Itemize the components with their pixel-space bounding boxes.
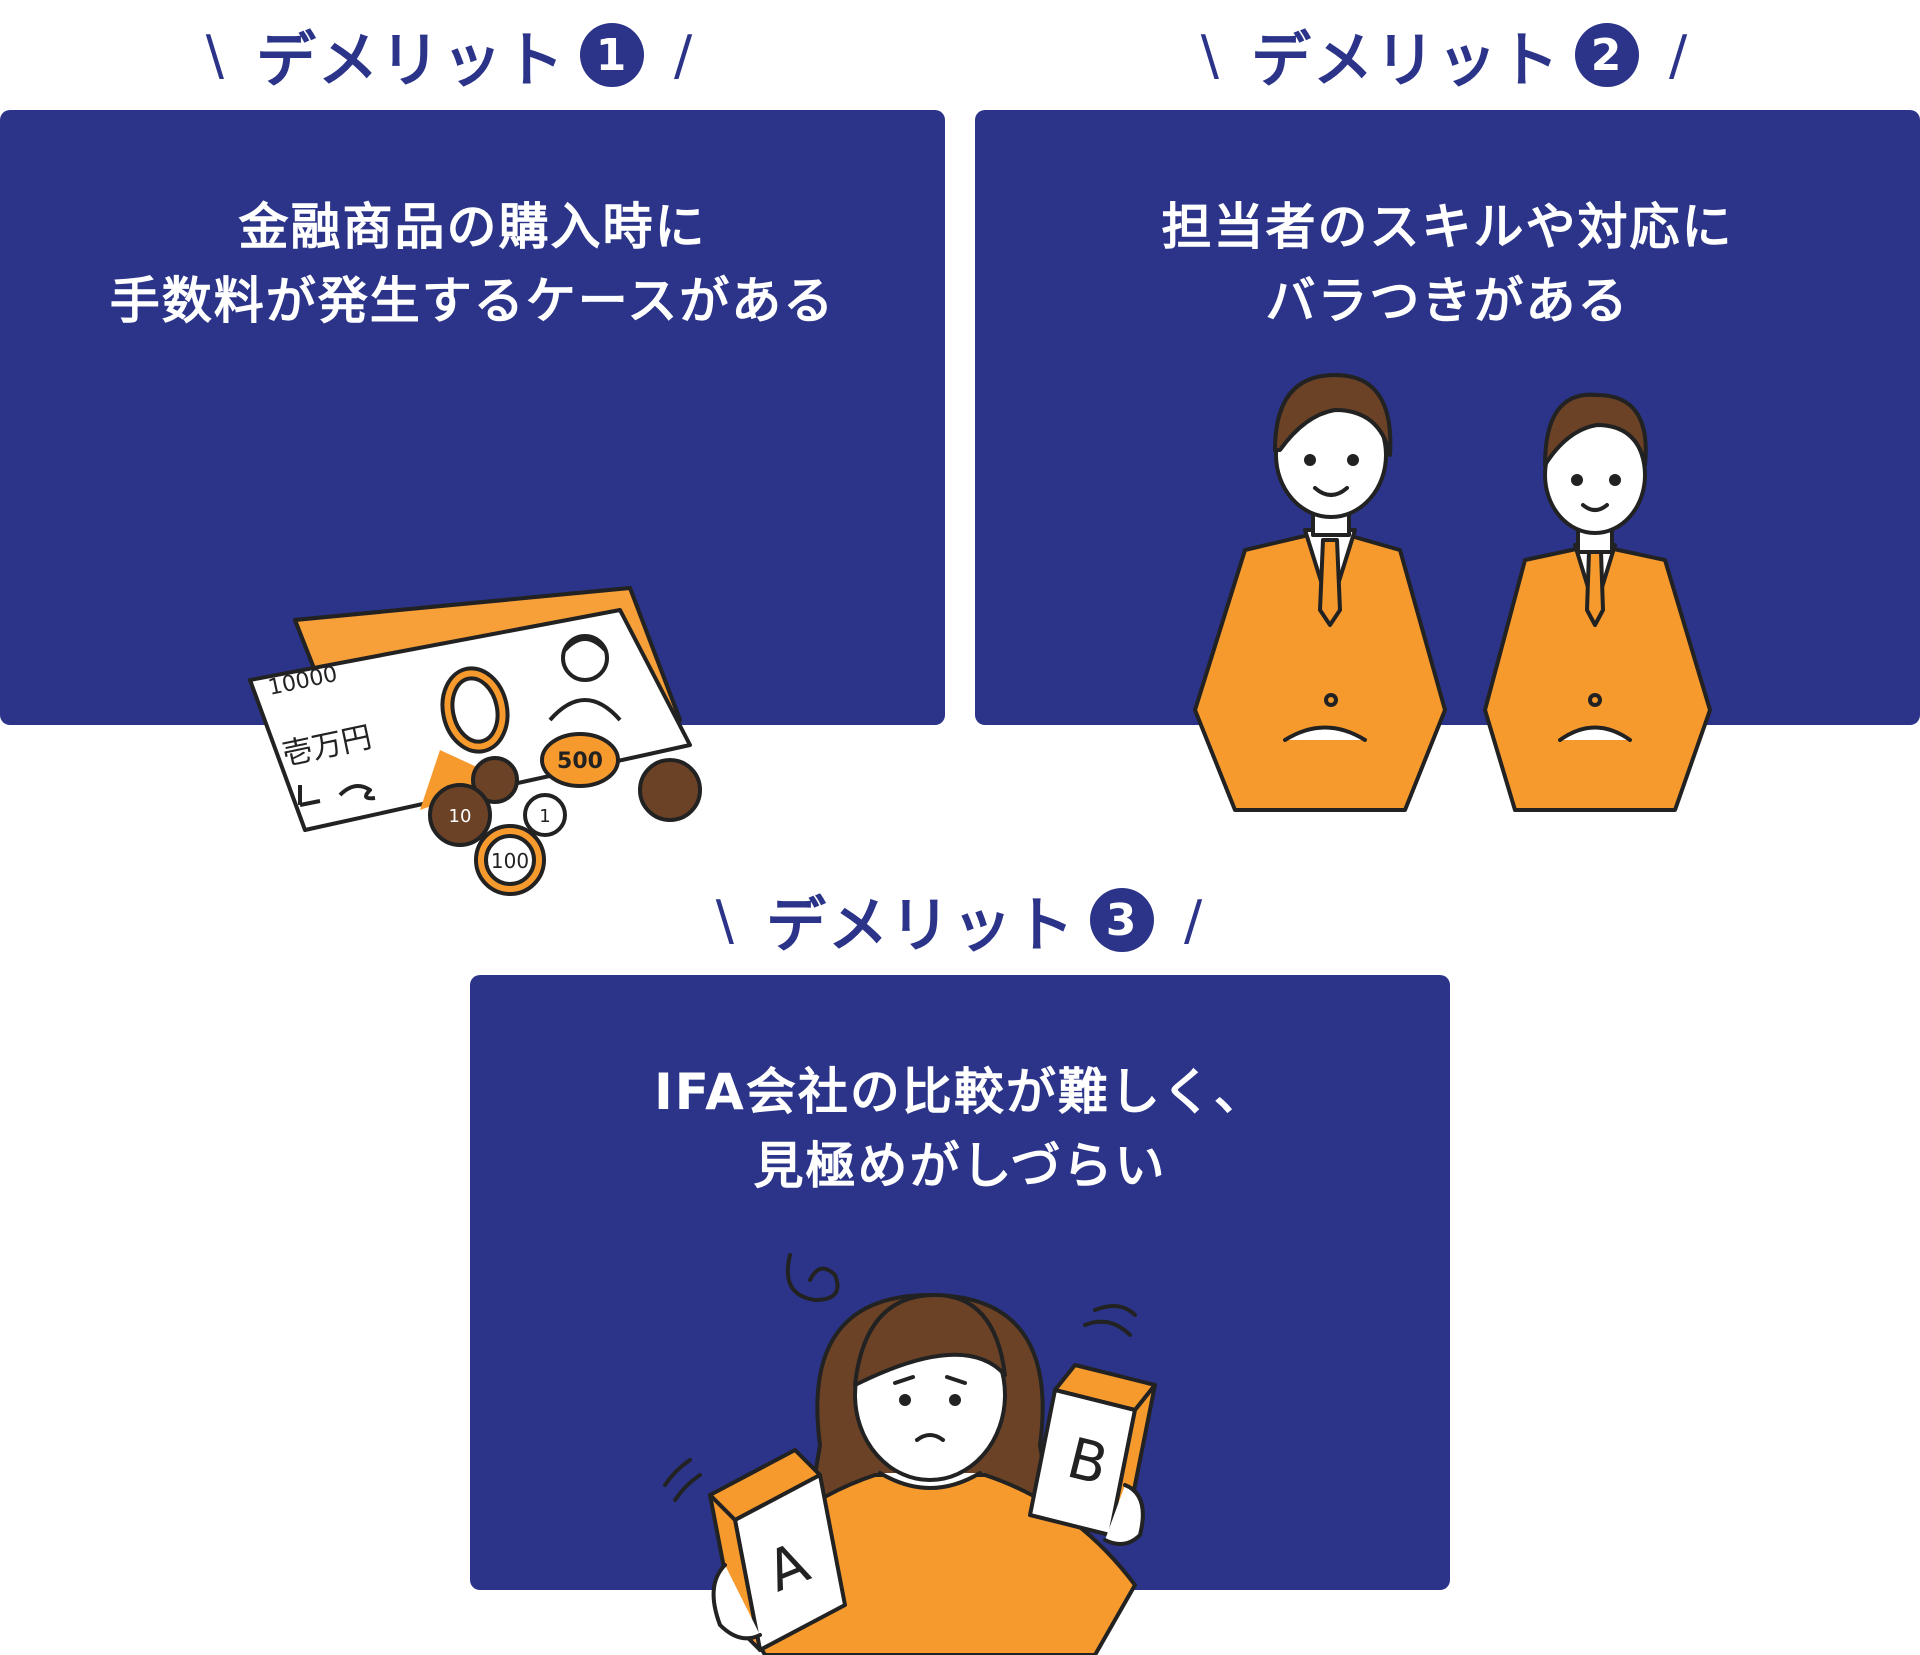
coin-1-label: 1 xyxy=(539,806,550,827)
slash-left: \ xyxy=(715,888,736,952)
coin-500-label: 500 xyxy=(557,749,603,774)
demerit-1-label: デメリット xyxy=(256,25,566,96)
comparison-illustration: A B xyxy=(663,1253,1157,1655)
demerit-1-heading: \ デメリット 1 / xyxy=(170,15,730,96)
demerit-2-text: 担当者のスキルや対応に バラつきがある xyxy=(975,190,1920,338)
coin-10-label: 10 xyxy=(449,806,472,827)
coin-100-label: 100 xyxy=(491,849,529,873)
demerit-2-line-1: 担当者のスキルや対応に xyxy=(1161,198,1734,256)
demerit-3-card: IFA会社の比較が難しく、 見極めがしづらい xyxy=(470,975,1450,1655)
demerit-1-line-1: 金融商品の購入時に xyxy=(238,198,707,256)
demerit-3-line-1: IFA会社の比較が難しく、 xyxy=(654,1063,1266,1121)
money-illustration: 10000 壱万円 500 10 1 100 xyxy=(248,586,702,896)
demerit-3-heading: \ デメリット 3 / xyxy=(680,880,1240,961)
demerit-1-text: 金融商品の購入時に 手数料が発生するケースがある xyxy=(0,190,945,338)
slash-right: / xyxy=(1184,888,1205,952)
demerit-3-line-2: 見極めがしづらい xyxy=(753,1137,1167,1195)
staff-illustration xyxy=(1193,373,1712,812)
slash-right: / xyxy=(1669,23,1690,87)
demerit-2-card: 担当者のスキルや対応に バラつきがある xyxy=(975,110,1920,812)
slash-left: \ xyxy=(1200,23,1221,87)
demerit-2-label: デメリット xyxy=(1251,25,1561,96)
demerit-2-heading: \ デメリット 2 / xyxy=(1165,15,1725,96)
demerit-1-number-badge: 1 xyxy=(580,23,644,87)
demerit-2-number-badge: 2 xyxy=(1575,23,1639,87)
demerit-2-line-2: バラつきがある xyxy=(1265,272,1630,330)
demerit-1-line-2: 手数料が発生するケースがある xyxy=(109,272,836,330)
demerit-3-number-badge: 3 xyxy=(1090,888,1154,952)
demerit-1-card: 金融商品の購入時に 手数料が発生するケースがある 10000 壱万円 xyxy=(0,110,945,896)
demerit-3-text: IFA会社の比較が難しく、 見極めがしづらい xyxy=(470,1055,1450,1203)
slash-left: \ xyxy=(205,23,226,87)
demerit-3-label: デメリット xyxy=(766,890,1076,961)
slash-right: / xyxy=(674,23,695,87)
